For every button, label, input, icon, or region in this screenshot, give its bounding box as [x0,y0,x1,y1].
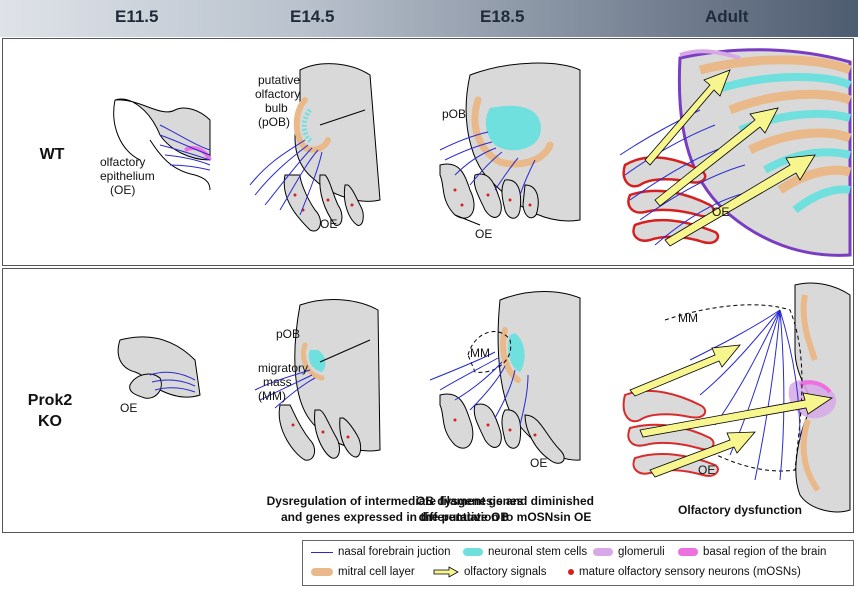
wt-pob-label-4: (pOB) [258,115,290,129]
ko-e14-mm-label-2: mass [263,375,292,389]
ko-e14-embryo-schematic [254,299,381,461]
wt-e11-embryo-schematic [113,98,212,191]
legend-item-glomeruli: glomeruli [593,546,665,558]
wt-adult-oe-label: OE [712,205,729,219]
line-icon [311,551,333,553]
legend-label: nasal forebrain juction [338,546,451,558]
caption-2-line2: differentiation to mOSNsin OE [418,510,592,524]
ko-adult-mm-label: MM [678,311,698,325]
wt-oe-label-2: epithelium [100,169,155,183]
legend-label: mature olfactory sensory neurons (mOSNs) [579,566,801,578]
ko-adult-schematic [622,282,851,513]
wt-e18-oe-label: OE [475,227,492,241]
ko-e14-mm-label-3: (MM) [258,389,286,403]
caption-2-line1: OB dysgenesis and diminished [415,494,595,508]
ko-e11-oe-label: OE [120,401,137,415]
stage-e11-5: E11.5 [115,7,159,26]
legend-item-mitral-cell-layer: mitral cell layer [311,566,415,578]
legend-label: neuronal stem cells [488,546,588,558]
ko-adult-oe-label: OE [698,463,715,477]
ko-panel [2,268,854,533]
legend-item-mosns: mature olfactory sensory neurons (mOSNs) [568,566,801,578]
legend-label: basal region of the brain [703,546,827,558]
wt-e18-pob-label: pOB [442,107,466,121]
stage-header-bar [0,0,858,37]
stage-e14-5: E14.5 [290,7,335,26]
pill-icon [678,548,698,556]
stage-adult: Adult [705,7,749,26]
row-label-wt: WT [39,146,65,163]
ko-e18-mm-label: MM [470,346,490,360]
ko-e14-mm-label-1: migratory [258,361,308,375]
row-label-ko-line1: Prok2 [27,392,73,409]
legend-item-basal-region: basal region of the brain [678,546,826,558]
ko-e11-embryo-schematic [117,336,201,399]
caption-3: Olfactory dysfunction [677,503,802,517]
pill-icon [311,568,333,576]
legend-label: glomeruli [618,546,665,558]
wt-oe-label-3: (OE) [110,183,135,197]
wt-e14-embryo-schematic [249,63,381,232]
legend-label: olfactory signals [464,566,547,578]
pill-icon [593,548,613,556]
legend-item-neuronal-stem-cells: neuronal stem cells [463,546,587,558]
arrow-icon [433,566,459,578]
wt-oe-label-1: olfactory [100,155,145,169]
dot-icon [568,569,574,575]
stage-e18-5: E18.5 [480,7,525,26]
caption-1-line2: and genes expressed in the putative OB [280,510,510,524]
ko-e14-pob-label: pOB [276,327,300,341]
ko-adult-signal-arrows [629,344,834,478]
ko-e18-embryo-schematic [429,291,581,464]
caption-1-line1: Dysregulation of intermediate filament g… [266,494,524,508]
wt-pob-label-2: olfactory [255,87,300,101]
wt-pob-label-1: putative [258,73,300,87]
wt-e14-oe-label: OE [320,217,337,231]
wt-e18-embryo-schematic [439,62,581,226]
pill-icon [463,548,483,556]
legend-item-nasal-forebrain-junction: nasal forebrain juction [311,546,451,558]
legend-label: mitral cell layer [338,566,415,578]
wt-pob-label-3: bulb [265,101,288,115]
legend-item-olfactory-signals: olfactory signals [433,566,546,578]
ko-e18-oe-label: OE [530,456,547,470]
wt-adult-signal-arrows [644,69,816,247]
row-label-ko-line2: KO [38,413,62,430]
legend: nasal forebrain juction neuronal stem ce… [302,540,854,586]
wt-adult-schematic [619,48,852,257]
